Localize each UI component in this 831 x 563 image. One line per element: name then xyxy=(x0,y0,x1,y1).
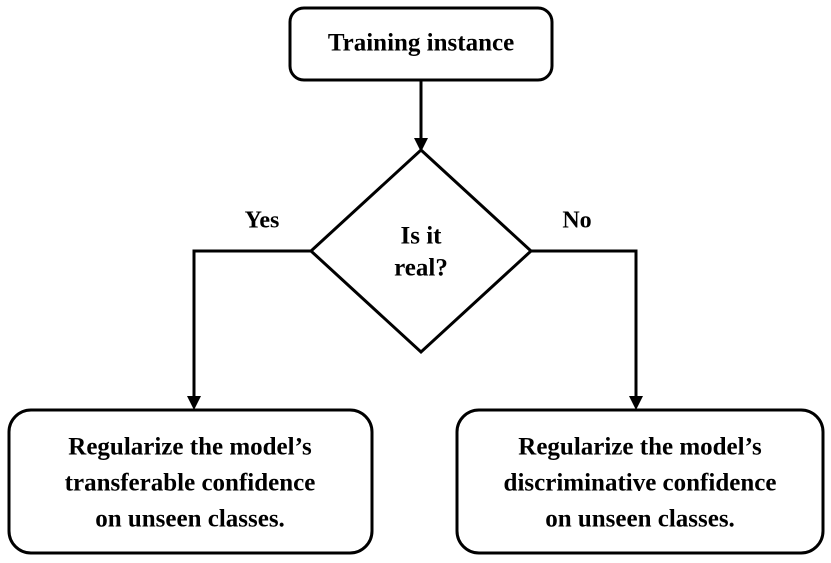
decision-node xyxy=(308,147,534,355)
start-to-decision-arrowhead xyxy=(414,138,428,152)
start-node-label: Training instance xyxy=(328,30,514,57)
left-outcome-line-1: Regularize the model’s xyxy=(68,434,312,461)
decision-node-label-line-1: Is it xyxy=(401,223,443,250)
no-label: No xyxy=(562,208,591,234)
right-outcome-node xyxy=(455,408,825,555)
right-outcome-line-3: on unseen classes. xyxy=(545,506,735,533)
left-outcome-line-3: on unseen classes. xyxy=(95,506,285,533)
right-outcome-line-1: Regularize the model’s xyxy=(518,434,762,461)
right-outcome-line-2: discriminative confidence xyxy=(504,470,777,497)
no-branch-arrowhead xyxy=(629,396,643,410)
yes-branch-arrowhead xyxy=(187,396,201,410)
no-branch-line xyxy=(531,249,638,398)
left-outcome-line-2: transferable confidence xyxy=(65,470,316,497)
yes-branch-line xyxy=(192,249,311,398)
left-outcome-node xyxy=(7,408,374,555)
yes-label: Yes xyxy=(245,208,280,234)
decision-node-label-line-2: real? xyxy=(394,255,448,282)
